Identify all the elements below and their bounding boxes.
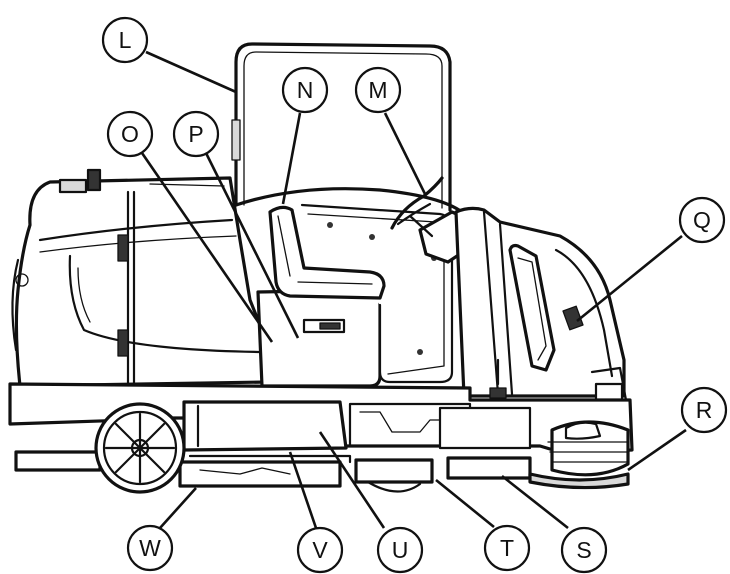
side-broom xyxy=(528,420,630,490)
side-panel xyxy=(256,288,382,388)
leader-l xyxy=(145,50,237,94)
leader-n xyxy=(281,112,302,205)
callout-u-label: U xyxy=(392,537,409,563)
leader-q xyxy=(576,234,683,323)
callout-s: S xyxy=(560,526,608,574)
leader-lines xyxy=(140,50,687,530)
callout-u: U xyxy=(376,526,424,574)
callout-r-label: R xyxy=(696,397,713,423)
leader-s xyxy=(501,474,569,530)
callout-l-label: L xyxy=(119,27,132,53)
callout-w: W xyxy=(126,524,174,572)
callout-q: Q xyxy=(678,196,726,244)
leader-v xyxy=(288,451,318,529)
hopper-body xyxy=(11,168,270,388)
callout-m-label: M xyxy=(368,77,387,103)
sweeper-machine-drawing xyxy=(8,42,634,494)
callout-r: R xyxy=(680,386,728,434)
leader-o xyxy=(140,152,274,343)
callout-v: V xyxy=(296,526,344,574)
callouts: L N M O P Q R W xyxy=(101,16,728,574)
callout-q-label: Q xyxy=(693,207,711,233)
leader-m xyxy=(383,112,427,195)
callout-o: O xyxy=(106,110,154,158)
rear-wheel xyxy=(94,402,186,494)
leader-w xyxy=(159,487,197,529)
callout-l: L xyxy=(101,16,149,64)
callout-w-label: W xyxy=(139,535,161,561)
leader-t xyxy=(435,478,495,529)
callout-v-label: V xyxy=(312,537,328,563)
leader-p xyxy=(204,152,300,339)
operator-seat xyxy=(268,205,386,300)
lower-skirts xyxy=(14,450,532,493)
callout-m: M xyxy=(354,66,402,114)
front-body xyxy=(454,206,628,412)
leader-u xyxy=(318,431,386,529)
callout-n: N xyxy=(281,66,329,114)
callout-p: P xyxy=(172,110,220,158)
callout-p-label: P xyxy=(188,121,203,147)
callout-s-label: S xyxy=(576,537,591,563)
callout-t: T xyxy=(483,524,531,572)
callout-t-label: T xyxy=(500,535,514,561)
callout-o-label: O xyxy=(121,121,139,147)
callout-n-label: N xyxy=(297,77,314,103)
overhead-guard xyxy=(231,42,452,212)
leader-r xyxy=(627,428,687,472)
